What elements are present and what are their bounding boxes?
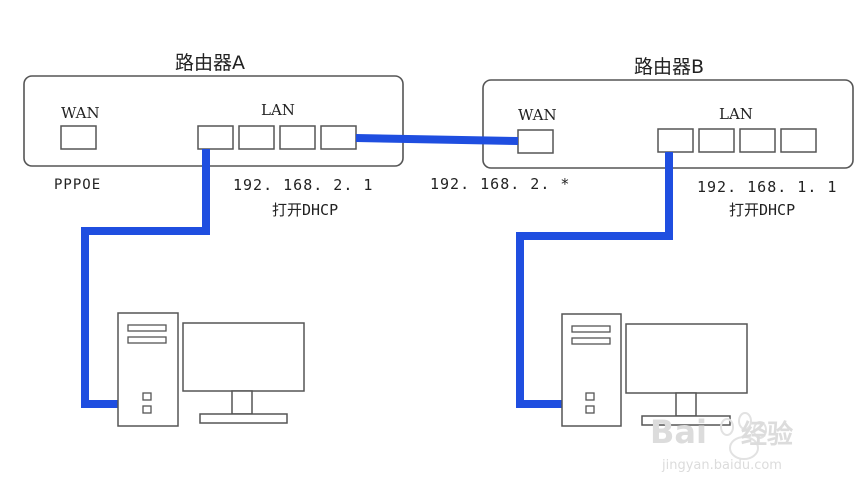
router-b-ip: 192. 168. 1. 1: [697, 178, 838, 196]
router-a-wan-port: [60, 125, 97, 150]
router-a-lan-port-4: [320, 125, 357, 150]
router-a-ip: 192. 168. 2. 1: [233, 176, 374, 194]
router-b-lan-port-2: [698, 128, 735, 153]
router-a-lan-port-2: [238, 125, 275, 150]
router-a-lan-port-3: [279, 125, 316, 150]
router-b-wan-label: WAN: [518, 106, 557, 124]
paw-icon: [720, 412, 767, 460]
router-b-dhcp: 打开DHCP: [729, 201, 796, 219]
router-b-lan-label: LAN: [719, 105, 753, 123]
router-b-lan-port-1: [657, 128, 694, 153]
router-b-wan-ip: 192. 168. 2. *: [430, 175, 571, 193]
pc-b-monitor: [625, 323, 748, 394]
router-a-title: 路由器A: [175, 52, 245, 74]
router-a-dhcp: 打开DHCP: [272, 201, 339, 219]
pc-a-monitor: [182, 322, 305, 392]
router-a-lan-label: LAN: [261, 101, 295, 119]
router-b-lan-port-3: [739, 128, 776, 153]
watermark-url: jingyan.baidu.com: [662, 458, 782, 473]
watermark-brand: Bai 经验: [650, 416, 793, 448]
watermark-brand-text: Bai: [650, 413, 707, 451]
router-a-wan-label: WAN: [61, 104, 100, 122]
router-b-lan-port-4: [780, 128, 817, 153]
router-b-title: 路由器B: [634, 56, 705, 78]
computer-b: [561, 313, 748, 427]
router-a-lan-port-1: [197, 125, 234, 150]
computer-a: [117, 312, 305, 427]
cable-a-lan-to-b-wan: [355, 134, 519, 145]
watermark-brand-tail: 经验: [740, 420, 793, 450]
cable-b-lan-to-pc-b: [516, 152, 673, 408]
cable-a-lan-to-pc-a: [81, 149, 210, 408]
router-a-wan-note: PPPOE: [54, 177, 102, 193]
router-b-wan-port: [517, 129, 554, 154]
